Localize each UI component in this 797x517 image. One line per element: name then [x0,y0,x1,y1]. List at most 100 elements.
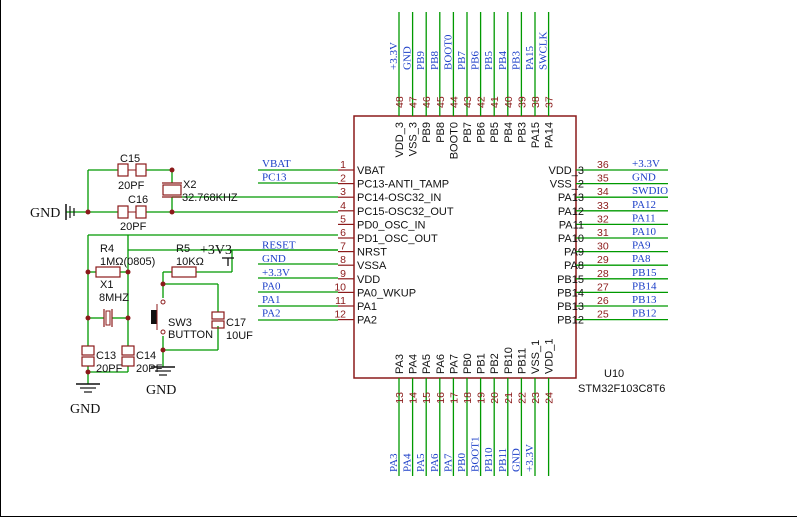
net-label-39: PB3 [510,51,522,70]
pin-name-35: VSS_2 [550,179,584,191]
pin-number-28: 28 [597,268,609,280]
gnd-label-left: GND [30,206,60,221]
net-label-2: PC13 [262,172,287,184]
pin-name-29: PA8 [564,260,584,272]
pin-number-43: 43 [462,96,474,108]
x1-value: 8MHZ [99,292,129,304]
net-label-37: SWCLK [538,31,550,70]
pin-name-23: VSS_1 [530,340,542,374]
ground-symbol-left: GND [30,204,75,221]
c16-ref: C16 [128,194,148,206]
net-label-18: PB0 [456,453,468,472]
net-label-1: VBAT [262,158,291,170]
c17-ref: C17 [226,317,246,329]
pin-name-10: PA0_WKUP [357,287,416,299]
pin-name-25: PB12 [557,315,584,327]
ground-symbol-bottom-2: GND [146,366,176,398]
pin-number-22: 22 [516,392,528,404]
net-label-29: PA8 [632,253,651,265]
ic-part: STM32F103C8T6 [578,383,665,395]
net-label-47: GND [402,46,414,70]
pin-name-45: PB8 [435,122,447,143]
pin-number-31: 31 [597,227,609,239]
pin-number-14: 14 [408,392,420,404]
net-label-19: BOOT1 [470,437,482,472]
pin-number-27: 27 [597,281,609,293]
pin-number-9: 9 [340,268,346,280]
crystal-x2: X2 32.768KHZ [162,179,238,204]
pin-number-21: 21 [503,392,515,404]
x2-ref: X2 [183,179,196,191]
net-label-41: PB5 [483,51,495,70]
power-symbol-3v3: +3V3 [200,243,234,266]
pin-number-15: 15 [421,392,433,404]
pin-name-31: PA10 [558,233,584,245]
pin-name-40: PB4 [503,122,515,143]
pin-number-45: 45 [435,96,447,108]
net-label-34: SWDIO [632,185,668,197]
pin-name-30: PA9 [564,247,584,259]
pin-number-37: 37 [544,96,556,108]
pin-number-26: 26 [597,295,609,307]
pin-number-33: 33 [597,200,609,212]
pin-number-47: 47 [408,96,420,108]
capacitor-c16: C16 20PF [117,194,148,233]
sw3-value: BUTTON [168,329,213,341]
pin-number-11: 11 [335,295,346,307]
ground-symbol-bottom-1: GND [70,383,100,417]
pin-name-28: PB15 [557,274,584,286]
junction-dots [85,167,175,375]
net-label-28: PB15 [632,267,657,279]
pin-number-10: 10 [334,281,346,293]
net-label-40: PB4 [497,51,509,70]
net-label-36: +3.3V [632,158,660,170]
x2-value: 32.768KHZ [182,192,238,204]
pin-name-43: PB7 [462,122,474,143]
c14-ref: C14 [136,350,156,362]
pin-number-20: 20 [489,392,501,404]
net-label-7: RESET [262,240,296,252]
pin-number-23: 23 [530,392,542,404]
pin-name-48: VDD_3 [394,122,406,157]
pin-name-14: PA4 [408,354,420,374]
pin-name-5: PD0_OSC_IN [357,219,426,231]
ic-body [353,115,577,379]
net-label-12: PA2 [262,308,281,320]
pin-number-13: 13 [394,392,406,404]
pin-number-38: 38 [530,96,542,108]
capacitor-c15: C15 20PF [117,153,147,192]
pin-name-6: PD1_OSC_OUT [357,233,438,245]
pin-number-19: 19 [476,392,488,404]
pin-name-1: VBAT [357,165,385,177]
c15-value: 20PF [118,180,145,192]
switch-sw3: SW3 BUTTON [151,299,213,341]
pin-name-21: PB10 [503,347,515,374]
net-label-46: PB9 [415,51,427,70]
pin-number-6: 6 [340,227,346,239]
net-label-16: PA6 [429,453,441,472]
pin-name-33: PA12 [558,206,584,218]
pin-name-12: PA2 [357,315,377,327]
c16-value: 20PF [120,221,147,233]
sw3-ref: SW3 [168,317,192,329]
power-label-3v3: +3V3 [200,243,232,258]
pin-number-1: 1 [340,159,346,171]
net-label-30: PA9 [632,240,651,252]
net-label-20: PB10 [483,447,495,472]
pin-number-42: 42 [476,96,488,108]
pin-number-36: 36 [597,159,609,171]
pin-number-44: 44 [448,96,460,108]
net-label-9: +3.3V [262,267,290,279]
r5-ref: R5 [176,243,190,255]
net-label-45: PB8 [429,51,441,70]
peripheral-circuit [66,169,338,384]
c14-value: 20PF [136,363,163,375]
pin-number-7: 7 [340,241,346,253]
pin-number-35: 35 [597,173,609,185]
net-label-48: +3.3V [388,42,400,70]
pin-name-44: BOOT0 [448,122,460,159]
c15-ref: C15 [120,153,140,165]
net-label-35: GND [632,172,656,184]
net-label-22: GND [510,448,522,472]
